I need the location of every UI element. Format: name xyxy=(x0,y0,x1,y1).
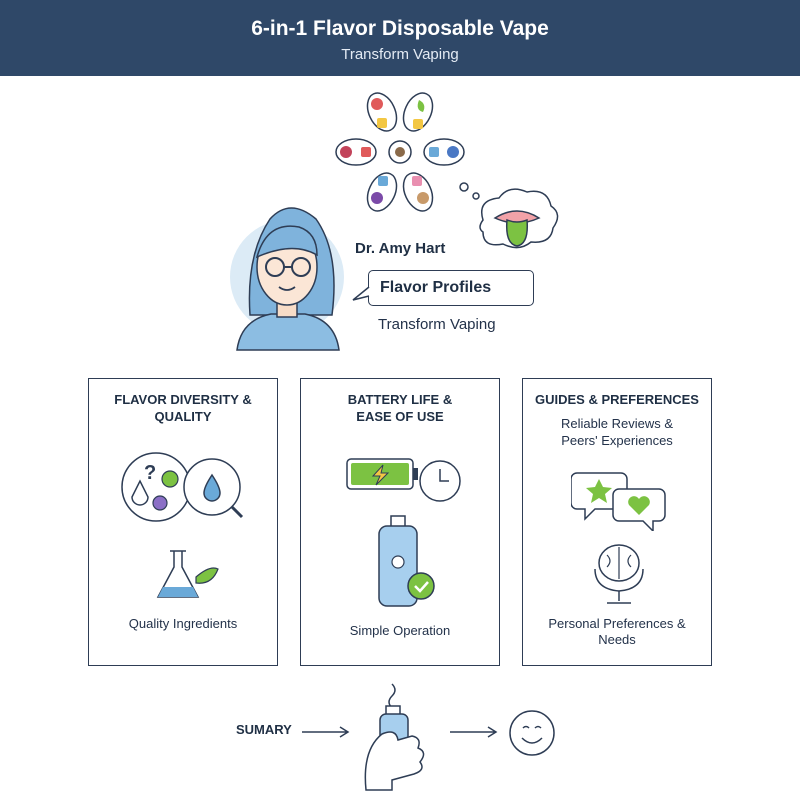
water-drop-icon xyxy=(131,479,149,506)
presenter-tagline: Transform Vaping xyxy=(378,316,496,333)
checkmark-icon xyxy=(407,572,435,600)
card-guides-preferences: GUIDES & PREFERENCES Reliable Reviews & … xyxy=(522,378,712,666)
grape-pod-icon xyxy=(366,172,398,212)
card-caption: Quality Ingredients xyxy=(128,616,238,631)
mint-pod-icon xyxy=(402,92,434,132)
page-title: 6-in-1 Flavor Disposable Vape xyxy=(251,17,549,40)
card-battery-life: BATTERY LIFE & EASE OF USE Simple Operat… xyxy=(300,378,500,666)
card-caption: Simple Operation xyxy=(349,623,451,638)
card-flavor-diversity: FLAVOR DIVERSITY & QUALITY ? Quality Ing… xyxy=(88,378,278,666)
strawberry-pod-icon xyxy=(366,92,398,132)
hand-holding-vape-icon xyxy=(364,683,425,791)
flavor-wheel-icon xyxy=(335,92,465,212)
glasses-icon xyxy=(265,257,311,277)
arrow-right-icon xyxy=(302,726,350,738)
arrow-right-icon xyxy=(450,726,498,738)
flavor-profiles-bubble: Flavor Profiles xyxy=(368,270,534,306)
flavor-quality-icon: ? xyxy=(121,452,244,522)
card-title: BATTERY LIFE & EASE OF USE xyxy=(347,392,453,424)
raspberry-pod-icon xyxy=(335,138,377,166)
avatar xyxy=(230,207,344,351)
card-title: FLAVOR DIVERSITY & QUALITY xyxy=(114,392,252,424)
review-chat-icon xyxy=(571,472,666,531)
vape-device-icon xyxy=(378,515,435,607)
cookie-pod-icon xyxy=(402,172,434,212)
card-subtitle: Reliable Reviews & Peers' Experiences xyxy=(561,416,673,448)
brain-microphone-icon xyxy=(594,544,644,604)
page-subtitle: Transform Vaping xyxy=(341,46,459,63)
card-caption: Personal Preferences & Needs xyxy=(548,616,686,647)
flask-icon xyxy=(156,550,219,598)
apple-icon xyxy=(161,470,179,488)
leaf-icon xyxy=(195,567,219,584)
question-mark-icon: ? xyxy=(144,462,156,484)
bubble-tail-icon xyxy=(352,286,370,301)
header-banner: 6-in-1 Flavor Disposable Vape Transform … xyxy=(0,0,800,76)
card-title: GUIDES & PREFERENCES xyxy=(535,392,699,407)
smiley-face-icon xyxy=(509,710,555,756)
presenter-name: Dr. Amy Hart xyxy=(355,240,446,257)
taste-thought-icon xyxy=(459,182,559,249)
blueberry-pod-icon xyxy=(423,138,465,166)
bubble-label: Flavor Profiles xyxy=(380,279,492,296)
battery-charging-icon xyxy=(346,458,461,502)
summary-label: SUMARY xyxy=(236,722,292,737)
